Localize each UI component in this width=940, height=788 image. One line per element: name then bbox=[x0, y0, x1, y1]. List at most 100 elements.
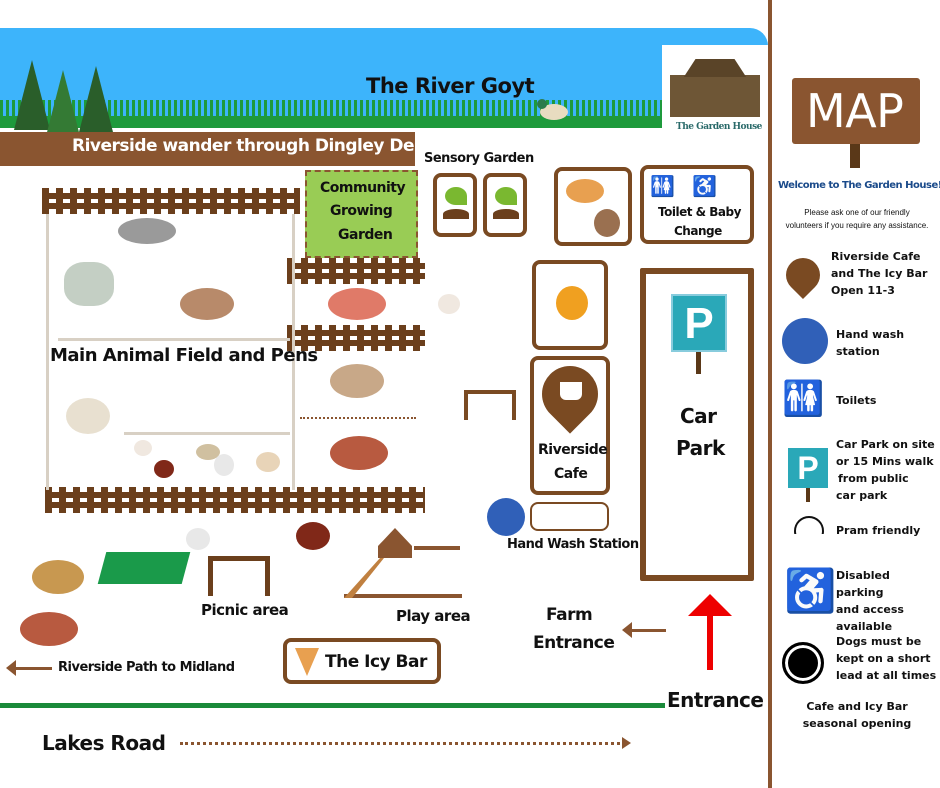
text-label: car park bbox=[836, 489, 888, 502]
map-sign-post bbox=[850, 144, 860, 168]
sensory-garden-label: Sensory Garden bbox=[424, 151, 534, 166]
hand-wash-box bbox=[530, 502, 609, 531]
seedling-icon bbox=[445, 187, 467, 205]
fence bbox=[45, 487, 425, 513]
field-boundary bbox=[46, 214, 49, 490]
rabbit-icon bbox=[256, 452, 280, 472]
text-label: seasonal opening bbox=[802, 717, 912, 730]
text-label: Toilets bbox=[836, 394, 877, 407]
play-frame-icon bbox=[344, 522, 462, 598]
map-element bbox=[806, 488, 810, 502]
river-title: The River Goyt bbox=[366, 74, 535, 98]
map-sign: MAP bbox=[792, 78, 920, 144]
map-element: Toilets bbox=[836, 392, 876, 409]
map-element bbox=[670, 75, 760, 117]
text-label: The Icy Bar bbox=[325, 652, 427, 672]
pen-line bbox=[300, 417, 416, 419]
community-garden bbox=[305, 170, 418, 258]
map-element bbox=[443, 209, 469, 219]
road-label: Lakes Road bbox=[42, 731, 166, 755]
text-label: Car bbox=[680, 404, 717, 428]
guinea-pig-icon bbox=[566, 179, 604, 203]
llama-icon bbox=[64, 262, 114, 306]
cup-icon bbox=[560, 382, 582, 400]
garden-house-image bbox=[662, 45, 768, 131]
garden-house-label: The Garden House bbox=[676, 122, 762, 132]
duck-head-icon bbox=[537, 99, 547, 109]
donkey-icon bbox=[118, 218, 176, 244]
text-label: Toilet & Baby bbox=[658, 205, 741, 219]
left-arrow bbox=[14, 667, 52, 670]
picnic-label: Picnic area bbox=[201, 601, 289, 619]
pig-icon bbox=[330, 436, 388, 470]
pig-icon bbox=[180, 288, 234, 320]
grass-base bbox=[0, 116, 662, 128]
text-label: Car Park on site bbox=[836, 438, 935, 451]
legend-welcome: Welcome to The Garden House! bbox=[778, 180, 940, 191]
pen-divider bbox=[292, 214, 295, 490]
entrance-arrow bbox=[707, 610, 713, 670]
text-label: lead at all times bbox=[836, 669, 937, 682]
seedling-box bbox=[433, 173, 477, 237]
fence bbox=[42, 188, 300, 214]
dotted-arrow bbox=[180, 742, 626, 745]
goose-icon bbox=[186, 528, 210, 550]
hand-wash-icon bbox=[782, 318, 828, 364]
paw-icon bbox=[782, 642, 824, 684]
arrow-head bbox=[688, 594, 732, 616]
text-label: Change bbox=[674, 224, 722, 238]
entrance-label[interactable]: Entrance bbox=[667, 688, 764, 712]
text-label: Please ask one of our friendly bbox=[804, 208, 910, 217]
map-element bbox=[378, 528, 412, 558]
cafe-pin-icon bbox=[778, 250, 828, 300]
parking-icon: P bbox=[788, 448, 828, 488]
icy-bar-box[interactable]: The Icy Bar bbox=[283, 638, 441, 684]
pig-icon bbox=[330, 364, 384, 398]
map-element bbox=[696, 352, 701, 374]
hand-wash-icon bbox=[487, 498, 525, 536]
chick-icon bbox=[556, 286, 588, 320]
right-divider bbox=[768, 0, 772, 788]
text-label: Community bbox=[320, 180, 406, 196]
goat-icon bbox=[66, 398, 110, 434]
pen-line bbox=[124, 432, 290, 435]
toilets-box: 🚻 ♿ Toilet & Baby Change bbox=[640, 165, 754, 244]
hen-icon bbox=[438, 294, 460, 314]
path-banner bbox=[0, 132, 415, 166]
text-label: Dogs must be bbox=[836, 635, 922, 648]
map-element bbox=[683, 59, 747, 77]
text-label: volunteers if you require any assistance… bbox=[785, 221, 929, 230]
text-label: Disabled parking bbox=[836, 569, 890, 599]
car-park-box[interactable]: P Car Park bbox=[640, 268, 754, 581]
map-element bbox=[414, 546, 460, 550]
hen-icon bbox=[134, 440, 152, 456]
arrow-head bbox=[622, 622, 632, 638]
chick-box bbox=[532, 260, 608, 350]
wheelchair-icon: ♿ bbox=[784, 567, 837, 614]
hand-wash-label: Hand Wash Station bbox=[507, 537, 639, 552]
fence bbox=[287, 325, 425, 351]
fence bbox=[287, 258, 425, 284]
toilets-icon: 🚻 bbox=[650, 176, 675, 198]
text-label: Hand wash bbox=[836, 328, 905, 341]
arrow-head bbox=[622, 737, 631, 749]
map-element bbox=[493, 209, 519, 219]
table-tennis-icon bbox=[97, 552, 191, 584]
rabbit-icon bbox=[594, 209, 620, 237]
cafe-box[interactable]: Riverside Cafe bbox=[530, 354, 610, 495]
rooster-icon bbox=[296, 522, 330, 550]
pen-line bbox=[58, 338, 290, 341]
text-label: from public bbox=[838, 472, 909, 485]
tree-icon bbox=[14, 60, 50, 130]
pig-icon bbox=[328, 288, 386, 320]
text-label: Pram friendly bbox=[836, 524, 921, 537]
text-label: Riverside Cafe bbox=[831, 250, 921, 263]
text-label: Riverside bbox=[538, 442, 608, 458]
text-label: Park bbox=[676, 436, 725, 460]
sandpit-icon bbox=[32, 560, 84, 594]
small-animals-box bbox=[554, 167, 632, 246]
